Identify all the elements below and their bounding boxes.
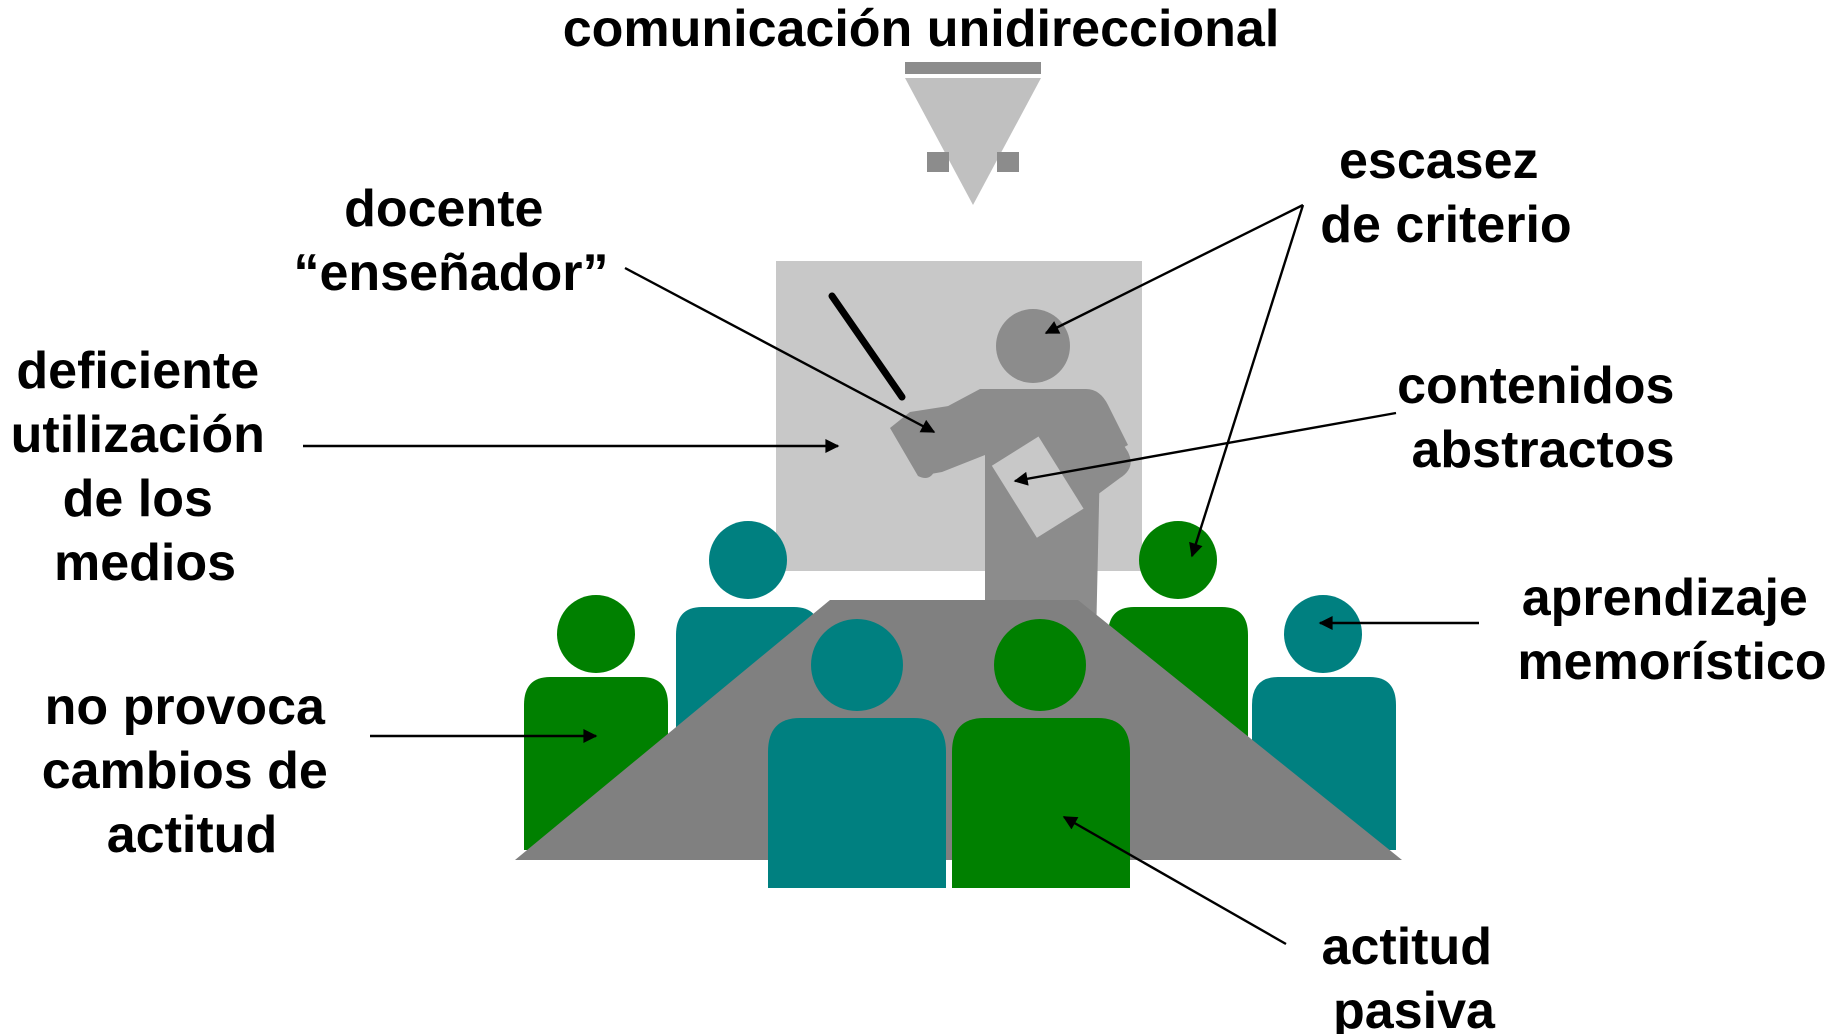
student-head	[1139, 521, 1217, 599]
down-arrow-left-notch	[927, 152, 949, 172]
label-line: contenidos	[1397, 357, 1674, 415]
teacher-left-arm	[890, 405, 955, 478]
student-body	[768, 718, 946, 888]
label-line: actitud	[1322, 918, 1492, 976]
diagram-title: comunicación unidireccional	[563, 0, 1280, 58]
label-line: medios	[54, 534, 236, 592]
label-no-provoca: no provoca cambios de actitud	[42, 678, 343, 864]
label-line: deficiente	[16, 342, 259, 400]
student-body	[952, 718, 1130, 888]
label-line: aprendizaje	[1522, 569, 1808, 627]
label-line: de criterio	[1320, 196, 1571, 254]
pointer-docente	[624, 266, 936, 434]
student-head	[709, 521, 787, 599]
down-arrow-bar	[905, 62, 1041, 74]
student-head	[811, 619, 903, 711]
label-line: cambios de	[42, 742, 328, 800]
student-head	[557, 595, 635, 673]
label-line: utilización	[11, 406, 265, 464]
label-contenidos: contenidos abstractos	[1397, 357, 1689, 479]
student-head	[1284, 595, 1362, 673]
label-line: de los	[63, 470, 213, 528]
pointer-actitud-pasiva	[1062, 815, 1287, 946]
label-aprendizaje: aprendizaje memorístico	[1517, 569, 1826, 691]
label-line: actitud	[107, 806, 277, 864]
label-escasez: escasez de criterio	[1320, 132, 1571, 254]
label-docente: docente “enseñador”	[294, 180, 609, 302]
student-front-right-icon	[952, 619, 1130, 888]
pointer-stick	[828, 292, 906, 401]
pointer-contenidos	[1013, 411, 1397, 486]
pointer-escasez-head	[1044, 203, 1304, 335]
label-line: abstractos	[1412, 421, 1675, 479]
label-line: docente	[344, 180, 543, 238]
down-arrow-head	[905, 78, 1041, 205]
label-line: pasiva	[1333, 982, 1496, 1034]
teacher-head	[996, 309, 1070, 383]
label-actitud-pasiva: actitud pasiva	[1322, 918, 1507, 1034]
student-front-left-icon	[768, 619, 946, 888]
pointer-escasez-student	[1189, 204, 1305, 558]
label-line: no provoca	[45, 678, 326, 736]
teacher-icon	[828, 292, 1131, 640]
label-deficiente: deficiente utilización de los medios	[11, 342, 280, 592]
student-head	[994, 619, 1086, 711]
down-arrow-right-notch	[997, 152, 1019, 172]
label-line: “enseñador”	[294, 244, 609, 302]
label-line: escasez	[1339, 132, 1539, 190]
teacher-notebook	[991, 436, 1084, 538]
label-line: memorístico	[1517, 633, 1826, 691]
down-arrow-icon	[905, 62, 1041, 205]
teacher-right-arm	[1052, 392, 1131, 515]
teacher-body	[905, 389, 1128, 640]
